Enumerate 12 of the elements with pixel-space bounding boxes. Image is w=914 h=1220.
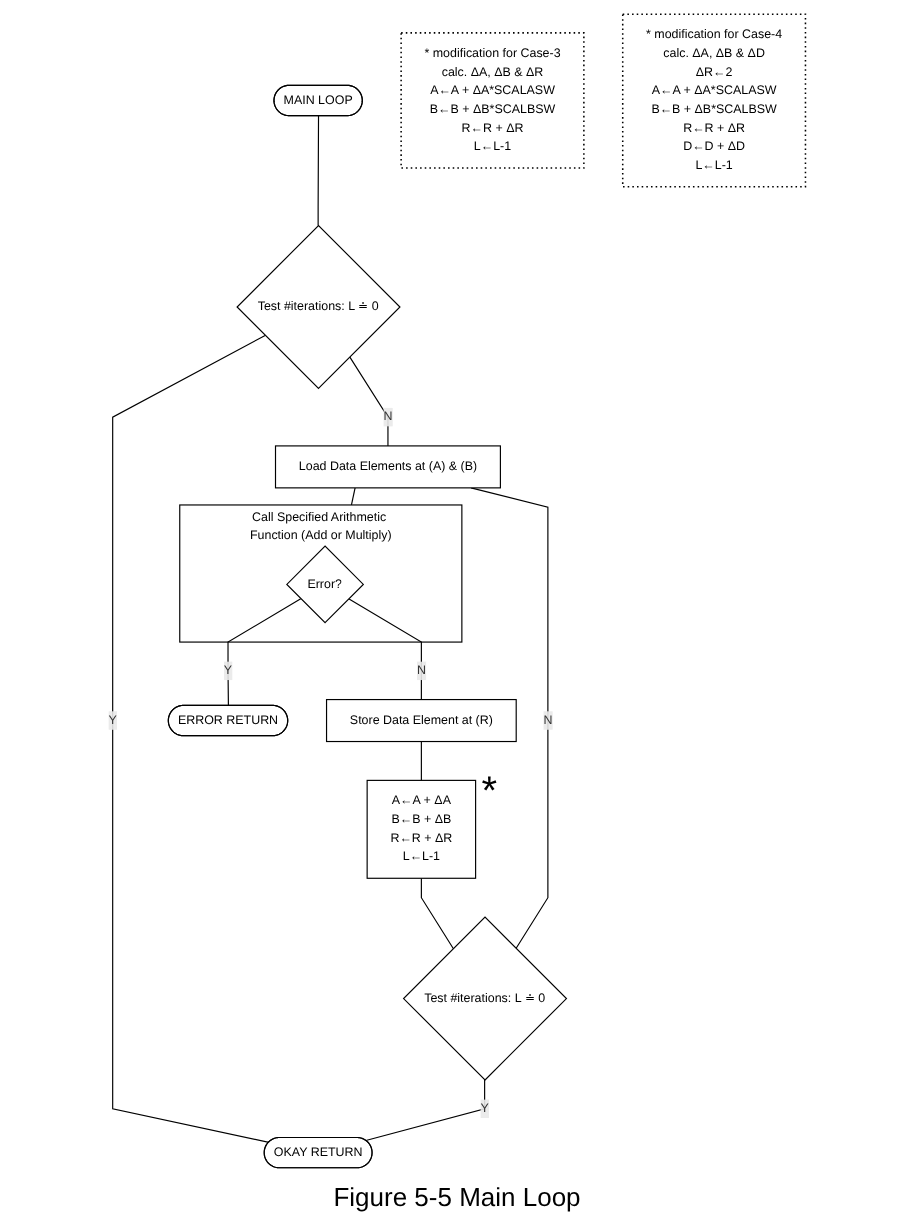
connector [349,356,389,447]
connector [112,334,270,1143]
footnote-mark: * [481,772,498,813]
connector [420,877,454,950]
connector [227,598,302,707]
connector [348,598,422,701]
figure-caption: Figure 5-5 Main Loop [333,1182,581,1212]
connector [420,740,422,781]
connector [350,487,356,506]
connector [470,487,549,950]
connector [317,115,320,227]
connector [365,1079,486,1142]
